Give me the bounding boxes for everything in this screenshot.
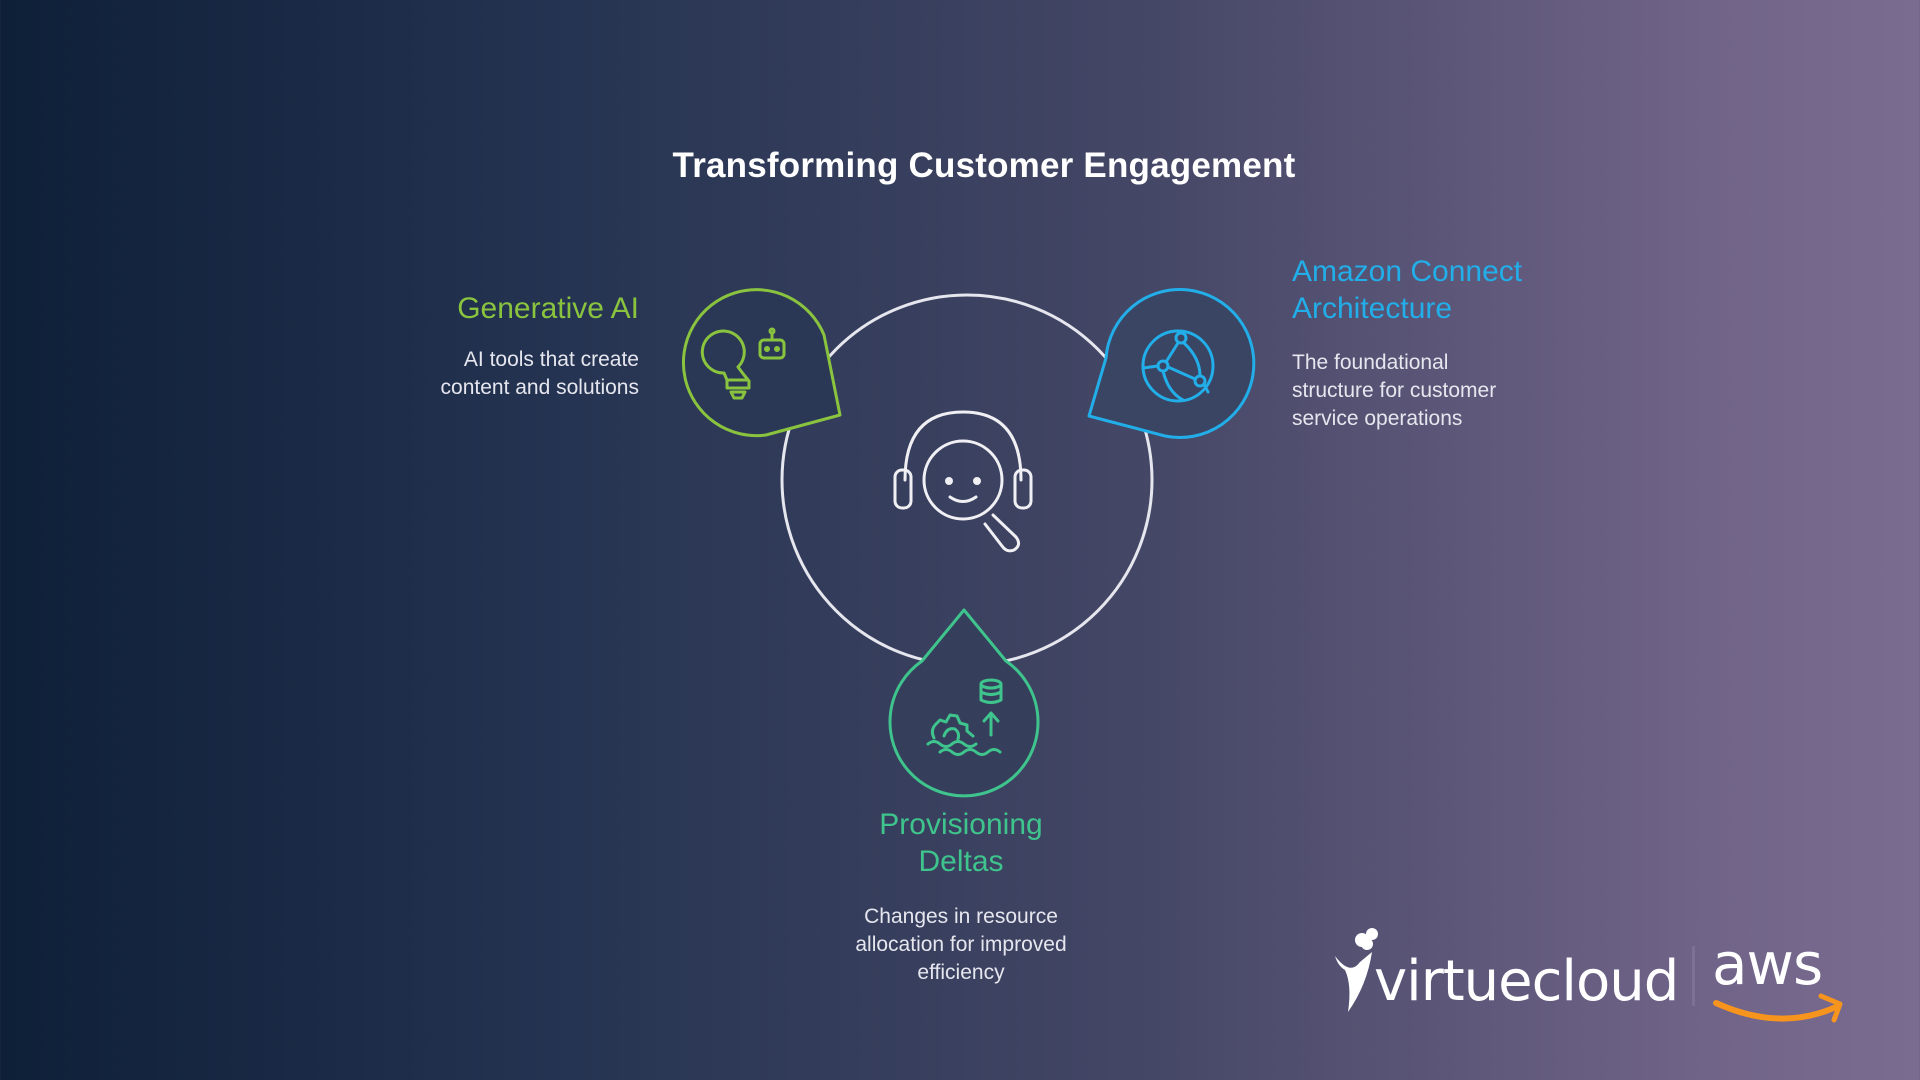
diagram-title: Transforming Customer Engagement bbox=[672, 146, 1296, 185]
aws-logo-text: aws bbox=[1712, 930, 1823, 998]
network-globe-icon bbox=[1141, 329, 1215, 403]
generative-ai-teardrop bbox=[681, 288, 842, 438]
provisioning-deltas-title: Provisioning Deltas bbox=[879, 808, 1043, 878]
virtuecloud-logo-mark bbox=[1335, 928, 1378, 1012]
central-circle bbox=[780, 293, 1154, 667]
aws-smile-icon bbox=[1713, 993, 1843, 1023]
generative-ai-title: Generative AI bbox=[457, 292, 639, 325]
gear-database-arrow-icon bbox=[926, 678, 1003, 756]
provisioning-deltas-description: Changes in resource allocation for impro… bbox=[855, 905, 1067, 984]
generative-ai-description: AI tools that create content and solutio… bbox=[440, 348, 639, 399]
virtuecloud-logo-text: virtuecloud bbox=[1374, 949, 1679, 1014]
logo-separator bbox=[1692, 946, 1695, 1006]
amazon-connect-teardrop bbox=[1087, 288, 1256, 439]
amazon-connect-title: Amazon Connect Architecture bbox=[1292, 255, 1523, 325]
provisioning-teardrop bbox=[888, 608, 1040, 798]
amazon-connect-description: The foundational structure for customer … bbox=[1292, 351, 1497, 430]
customer-support-headset-search-icon bbox=[893, 410, 1033, 553]
lightbulb-robot-icon bbox=[700, 327, 786, 400]
